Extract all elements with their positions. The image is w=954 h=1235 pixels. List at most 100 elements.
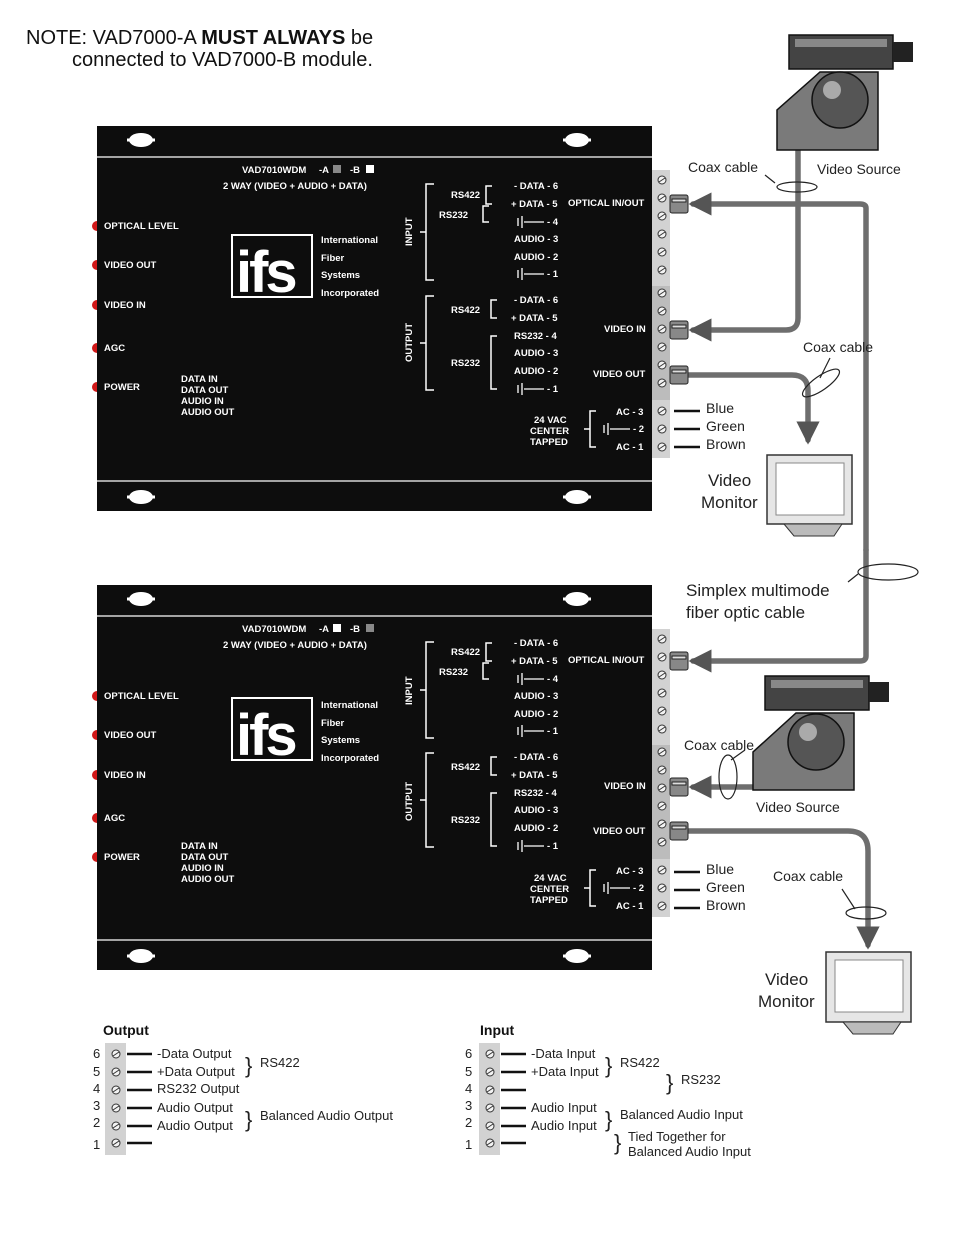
svg-text:}: } (614, 1130, 621, 1155)
camera-icon (776, 34, 913, 151)
module-a-vac-2: CENTER (530, 426, 569, 437)
legend-in-pin-5: +Data Input (531, 1064, 599, 1079)
terminal-screw-icon (657, 706, 667, 716)
module-a-out-pin3: AUDIO - 3 (514, 348, 558, 359)
legend-in-num-1: 1 (465, 1137, 472, 1152)
module-a-in-pin1: - 1 (547, 269, 559, 280)
module-a-out-pin2: AUDIO - 2 (514, 366, 558, 377)
video-source-label-2: Video Source (756, 799, 840, 815)
camera-icon (752, 675, 889, 791)
module-a-company-2: Fiber (321, 253, 345, 264)
terminal-screw-icon (657, 211, 667, 221)
legend-out-pin-2: Audio Output (157, 1118, 233, 1133)
terminal-screw-icon (485, 1067, 495, 1077)
module-a-ab-a: -A (319, 165, 329, 176)
module-a-out-pin6: - DATA - 6 (514, 295, 558, 306)
module-a-out-pin1: - 1 (547, 384, 559, 395)
legend-out-num-3: 3 (93, 1098, 100, 1113)
module-a-in-pin3: AUDIO - 3 (514, 234, 558, 245)
svg-text:}: } (605, 1107, 612, 1132)
module-b-model: VAD7010WDM (242, 624, 306, 635)
legend-out-num-2: 2 (93, 1115, 100, 1130)
status-led-icon (92, 730, 97, 740)
module-b-ac1: AC - 1 (616, 901, 644, 912)
ac-wires (674, 409, 700, 910)
module-a-logo-box (231, 234, 313, 298)
module-a: VAD7010WDM -A -B 2 WAY (VIDEO + AUDIO + … (104, 165, 646, 453)
terminal-screw-icon (657, 837, 667, 847)
coax-label-1: Coax cable (688, 159, 758, 175)
module-a-in-pin6: - DATA - 6 (514, 181, 558, 192)
wire-green-b: Green (706, 879, 745, 895)
module-a-video-in: VIDEO IN (604, 324, 646, 335)
note-prefix: NOTE: VAD7000-A (26, 27, 202, 49)
module-a-data-out: DATA OUT (181, 385, 229, 396)
module-b-in-rs232: RS232 (439, 667, 468, 678)
terminal-screw-icon (657, 360, 667, 370)
module-b-input-label: INPUT (404, 676, 415, 705)
status-led-icon (92, 343, 97, 353)
status-led-icon (92, 300, 97, 310)
module-b-in-pin1: - 1 (547, 726, 559, 737)
module-b-company-3: Systems (321, 735, 360, 746)
module-b-led-optical: OPTICAL LEVEL (104, 691, 179, 702)
module-a-ac1: AC - 1 (616, 442, 644, 453)
terminal-screw-icon (111, 1049, 121, 1059)
module-b-out-rs232: RS232 (451, 815, 480, 826)
terminal-screw-icon (657, 865, 667, 875)
note-bold: MUST ALWAYS (201, 27, 346, 49)
module-a-optical: OPTICAL IN/OUT (568, 198, 645, 209)
terminal-screw-icon (657, 324, 667, 334)
terminal-screw-icon (657, 670, 667, 680)
terminal-screw-icon (657, 342, 667, 352)
module-a-in-rs422: RS422 (451, 190, 480, 201)
module-a-panel (96, 125, 671, 512)
legend-in-group-rs422: RS422 (620, 1055, 660, 1070)
legend-out-num-6: 6 (93, 1046, 100, 1061)
module-a-subtitle: 2 WAY (VIDEO + AUDIO + DATA) (223, 181, 367, 192)
module-a-in-pin4: - 4 (547, 217, 559, 228)
terminal-screw-icon (485, 1103, 495, 1113)
module-b-out-pin2: AUDIO - 2 (514, 823, 558, 834)
module-b: VAD7010WDM -A -B 2 WAY (VIDEO + AUDIO + … (104, 624, 646, 912)
module-b-in-rs422: RS422 (451, 647, 480, 658)
module-a-out-pin4: RS232 - 4 (514, 331, 557, 342)
status-led-icon (92, 382, 97, 392)
module-b-video-in: VIDEO IN (604, 781, 646, 792)
module-a-led-power: POWER (104, 382, 140, 393)
coax-label-2: Coax cable (803, 339, 873, 355)
status-led-icon (92, 852, 97, 862)
monitor-icon (766, 454, 853, 537)
wire-blue-b: Blue (706, 861, 734, 877)
module-a-logo: ifs (236, 240, 295, 305)
terminal-screw-icon (657, 406, 667, 416)
svg-text:}: } (245, 1107, 252, 1132)
module-b-led-video-in: VIDEO IN (104, 770, 146, 781)
monitor-icon (825, 951, 912, 1035)
legend-input: Input 6 5 4 3 2 1 -Data Input +Data Inpu… (465, 1022, 751, 1159)
module-a-led-agc: AGC (104, 343, 125, 354)
legend-in-num-6: 6 (465, 1046, 472, 1061)
terminal-screw-icon (485, 1138, 495, 1148)
terminal-screw-icon (657, 652, 667, 662)
module-a-out-rs232: RS232 (451, 358, 480, 369)
module-a-audio-in: AUDIO IN (181, 396, 224, 407)
video-source-label-1: Video Source (817, 161, 901, 177)
wire-blue-a: Blue (706, 400, 734, 416)
module-b-company-2: Fiber (321, 718, 345, 729)
legend-in-group-audio: Balanced Audio Input (620, 1107, 743, 1122)
coax-label-4: Coax cable (773, 868, 843, 884)
status-led-icon (92, 770, 97, 780)
legend-in-tied-2: Balanced Audio Input (628, 1144, 751, 1159)
legend-in-num-5: 5 (465, 1064, 472, 1079)
module-a-data-in: DATA IN (181, 374, 218, 385)
terminal-screw-icon (111, 1121, 121, 1131)
module-b-subtitle: 2 WAY (VIDEO + AUDIO + DATA) (223, 640, 367, 651)
status-led-icon (92, 260, 97, 270)
terminal-screw-icon (485, 1085, 495, 1095)
module-b-led-power: POWER (104, 852, 140, 863)
module-b-ab-b: -B (350, 624, 360, 635)
legend-out-pin-5: +Data Output (157, 1064, 235, 1079)
legend-out-group-audio: Balanced Audio Output (260, 1108, 393, 1123)
